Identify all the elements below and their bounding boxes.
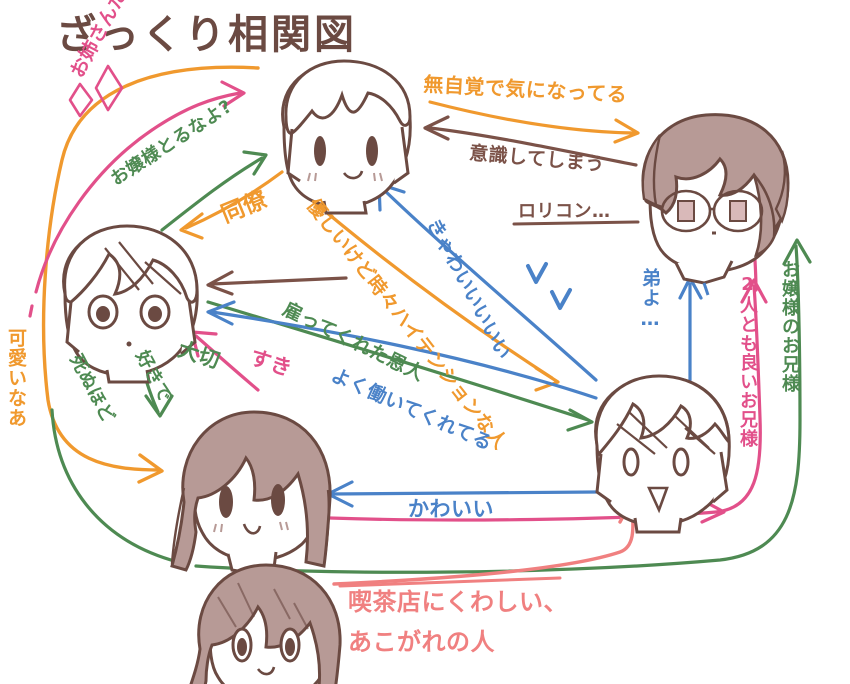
character-glasses-boy-art [641,113,790,296]
underline-salmon-kissaten [338,576,562,588]
arrowhead-green-outer-right [782,238,812,266]
arrow-orange-douryou [184,170,284,230]
arrow-pink-suki [194,334,260,392]
arrow-orange-yasashii [298,188,554,380]
arrowhead-blue-yokuhataraite [206,300,236,326]
pink-tail-dash [28,304,34,318]
arrowhead-green-yatotte [566,408,594,432]
heart-icon-1 [526,262,548,284]
arrowhead-orange-douryou [179,212,204,240]
line-brown-lolicon [512,220,640,226]
character-bottom-girl-art [189,563,342,684]
arrowhead-brown-ishiki [423,115,450,141]
arrow-orange-outer-left [41,65,260,472]
arrow-green-yatotte [206,300,590,422]
sparkle-icon-1 [68,82,94,118]
arrowhead-green-to-top-girl [242,150,268,176]
arrowhead-orange-mujikaku [613,118,640,144]
heart-icon-2 [550,288,572,310]
arrow-salmon-kissaten [332,506,635,586]
arrowhead-orange-outer-left [137,453,164,484]
arrow-green-to-top-girl [160,156,264,232]
arrow-blue-kyawaii [380,186,598,382]
character-left-boy-art [62,224,199,384]
arrow-green-outer-right [194,244,802,574]
arrow-blue-kawaii [330,490,598,496]
arrow-brown-ishiki [428,126,638,167]
arrowhead-pink-to-top-girl [220,80,246,108]
arrowhead-orange-yasashii [534,366,560,392]
arrow-orange-mujikaku [428,100,636,135]
sparkle-icon-2 [94,64,124,112]
arrowhead-pink-futaritomo [740,278,768,304]
arrow-blue-yokuhataraite [210,310,598,400]
character-center-girl-art [170,410,332,593]
page-title: ざっくり相関図 [56,12,357,58]
character-top-girl-art [281,59,412,215]
line-green-bottom-left [50,408,180,564]
arrow-brown-to-left-boy [210,276,348,286]
arrow-pink-futaritomo-rail [328,284,762,522]
arrowhead-green-shinuhodo [144,394,174,418]
character-right-boy-art [594,374,731,534]
arrow-pink-to-top-girl [34,91,242,294]
arrowhead-brown-to-left-boy [206,270,234,296]
